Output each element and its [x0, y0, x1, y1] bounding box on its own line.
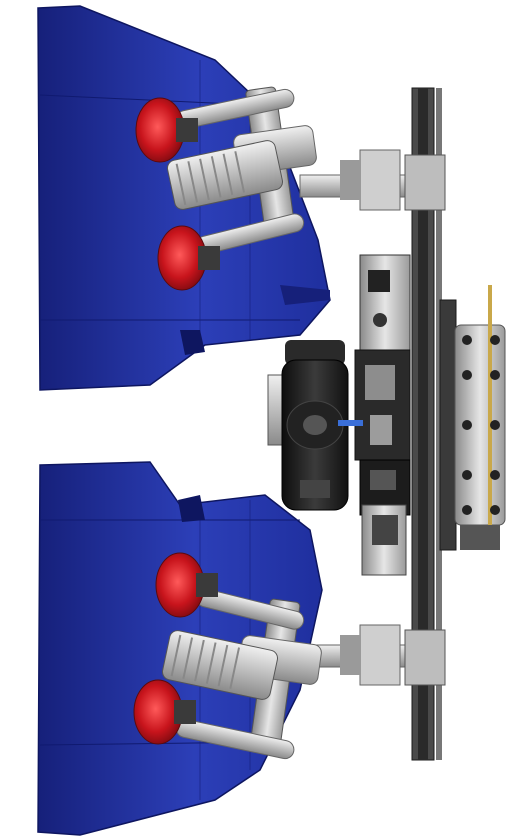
lower-gripper-arm [133, 552, 416, 760]
suction-cup-2 [157, 225, 220, 291]
actuator-motor [267, 340, 363, 511]
suction-cup-1 [135, 97, 198, 163]
valve-block-stack [354, 254, 411, 576]
rail-clamp-lower [404, 629, 446, 686]
rail-clamp-upper [404, 154, 446, 211]
vertical-rail [411, 87, 442, 761]
rotary-coupling-unit [454, 285, 506, 550]
suction-cup-3 [155, 552, 218, 618]
mounting-plate [439, 299, 457, 551]
suction-cup-4 [133, 679, 196, 745]
upper-gripper-arm [135, 86, 416, 291]
